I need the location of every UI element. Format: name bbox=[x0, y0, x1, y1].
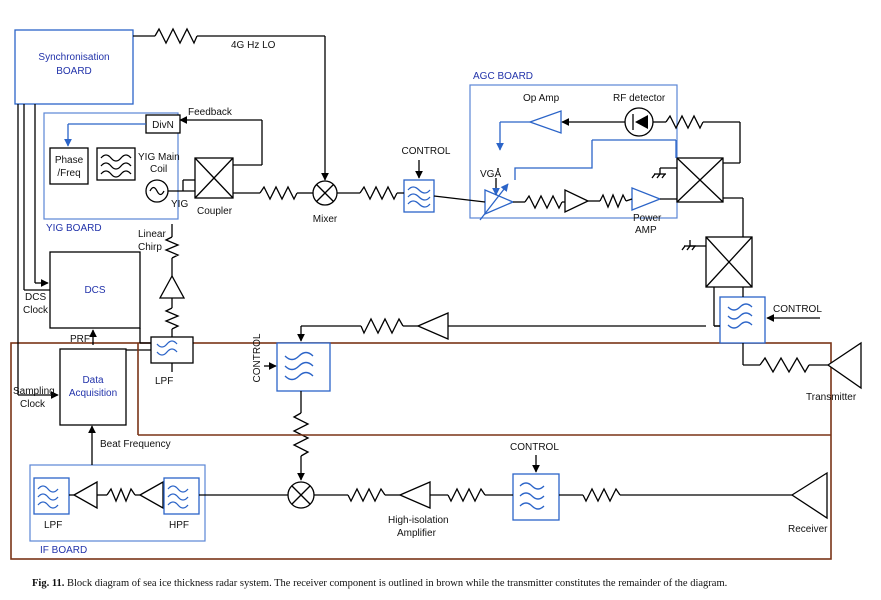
resistor-amp-power bbox=[599, 193, 627, 209]
sync-board-label-1: Synchronisation bbox=[38, 52, 109, 63]
power-amp-label-2: AMP bbox=[635, 225, 657, 236]
receiver-antenna-icon bbox=[790, 471, 828, 520]
yig-main-coil-label-1: YIG Main bbox=[138, 152, 180, 163]
figure-number: Fig. 11. bbox=[32, 578, 65, 589]
resistor-tx-feedback bbox=[360, 317, 404, 335]
receiver-mixer-icon bbox=[287, 481, 315, 509]
ground-icon bbox=[681, 240, 706, 251]
synchronisation-board bbox=[14, 29, 134, 105]
control-bottom-label: CONTROL bbox=[510, 442, 559, 453]
phase-freq-block bbox=[49, 147, 89, 185]
control-left-label: CONTROL bbox=[252, 333, 263, 382]
chirp-amplifier-icon bbox=[158, 274, 186, 299]
linear-chirp-label-1: Linear bbox=[138, 229, 166, 240]
lpf-mid-icon bbox=[150, 336, 194, 364]
dcs-block bbox=[49, 251, 141, 329]
resistor-mixer-filter bbox=[359, 185, 398, 201]
tx-feedback-amplifier-icon bbox=[416, 312, 449, 340]
feedback-label: Feedback bbox=[188, 107, 233, 118]
divn-label: DivN bbox=[152, 120, 174, 131]
data-acq-label-2: Acquisition bbox=[69, 388, 117, 399]
caption-text: Block diagram of sea ice thickness radar… bbox=[67, 578, 728, 589]
high-isolation-amplifier-icon bbox=[398, 481, 431, 509]
transmitter-antenna-icon bbox=[826, 341, 862, 390]
if-lpf-label: LPF bbox=[44, 520, 62, 531]
power-amp-label-1: Power bbox=[633, 213, 662, 224]
control-right-label: CONTROL bbox=[773, 304, 822, 315]
ground-icon bbox=[651, 167, 677, 179]
agc-board-label: AGC BOARD bbox=[473, 71, 533, 82]
yig-board-outline bbox=[43, 112, 179, 220]
hi-iso-amp-label-1: High-isolation bbox=[388, 515, 449, 526]
receiver-outline bbox=[10, 342, 832, 560]
rf-detector-label: RF detector bbox=[613, 93, 666, 104]
op-amp-label: Op Amp bbox=[523, 93, 560, 104]
receiver-label: Receiver bbox=[788, 524, 828, 535]
radar-block-diagram: Synchronisation BOARD 4G Hz LO AGC BOARD… bbox=[10, 27, 862, 560]
lo-label: 4G Hz LO bbox=[231, 40, 276, 51]
sync-board-label-2: BOARD bbox=[56, 66, 92, 77]
data-acquisition-block bbox=[59, 348, 127, 426]
prf-label: PRF bbox=[70, 334, 90, 345]
resistor-chirp-mid bbox=[164, 307, 180, 330]
op-amp-icon bbox=[528, 110, 562, 134]
linear-chirp-label-2: Chirp bbox=[138, 242, 162, 253]
dcs-clock-label-1: DCS bbox=[25, 292, 46, 303]
resistor-chirp-top bbox=[164, 236, 180, 259]
resistor-vga-amp bbox=[524, 194, 563, 210]
rf-detector-icon bbox=[624, 107, 654, 137]
yig-board-label: YIG BOARD bbox=[46, 223, 102, 234]
sampling-clock-label-1: Sampling bbox=[13, 386, 55, 397]
resistor-detector bbox=[665, 114, 704, 130]
sampling-clock-label-2: Clock bbox=[20, 399, 46, 410]
beat-frequency-label: Beat Frequency bbox=[100, 439, 171, 450]
agc-board-outline bbox=[469, 84, 678, 219]
if-amplifier-2-icon bbox=[138, 480, 164, 510]
dcs-clock-label-2: Clock bbox=[23, 305, 49, 316]
control-filter-top-icon bbox=[403, 179, 435, 213]
if-amplifier-1-icon bbox=[72, 480, 98, 510]
if-hpf-icon bbox=[163, 477, 200, 515]
dcs-label: DCS bbox=[84, 285, 105, 296]
phase-freq-label-2: /Freq bbox=[57, 168, 80, 179]
resistor-filter-amp bbox=[447, 487, 486, 503]
yig-oscillator-icon bbox=[145, 179, 169, 203]
amplifier-agc-icon bbox=[564, 188, 590, 214]
yig-filter-icon bbox=[96, 147, 136, 181]
if-hpf-label: HPF bbox=[169, 520, 189, 531]
coupler-agc-icon bbox=[676, 157, 724, 203]
coupler-tx-icon bbox=[705, 236, 753, 288]
if-lpf-icon bbox=[33, 477, 70, 515]
resistor-amp-mixer bbox=[347, 487, 386, 503]
transmitter-label: Transmitter bbox=[806, 392, 857, 403]
if-board-outline bbox=[29, 464, 206, 542]
coupler-label: Coupler bbox=[197, 206, 233, 217]
control-filter-right-icon bbox=[719, 296, 766, 344]
lpf-mid-label: LPF bbox=[155, 376, 173, 387]
data-acq-label-1: Data bbox=[82, 375, 104, 386]
coupler-icon bbox=[194, 157, 234, 199]
resistor-lo bbox=[154, 27, 198, 45]
yig-label: YIG bbox=[171, 199, 188, 210]
if-board-label: IF BOARD bbox=[40, 545, 87, 556]
resistor-receiver bbox=[582, 487, 621, 503]
control-filter-bottom-icon bbox=[512, 473, 560, 521]
hi-iso-amp-label-2: Amplifier bbox=[397, 528, 437, 539]
vga-label: VGA bbox=[480, 169, 501, 180]
mixer-label: Mixer bbox=[313, 214, 338, 225]
resistor-if bbox=[106, 487, 136, 503]
control-top-label: CONTROL bbox=[402, 146, 451, 157]
resistor-coupler-mixer bbox=[259, 185, 298, 201]
power-amp-icon bbox=[631, 187, 662, 211]
control-filter-left-icon bbox=[276, 342, 331, 392]
yig-main-coil-label-2: Coil bbox=[150, 164, 167, 175]
mixer-icon bbox=[312, 180, 338, 206]
phase-freq-label-1: Phase bbox=[55, 155, 84, 166]
resistor-transmitter bbox=[759, 356, 810, 374]
figure-caption: Fig. 11. Block diagram of sea ice thickn… bbox=[32, 578, 852, 589]
